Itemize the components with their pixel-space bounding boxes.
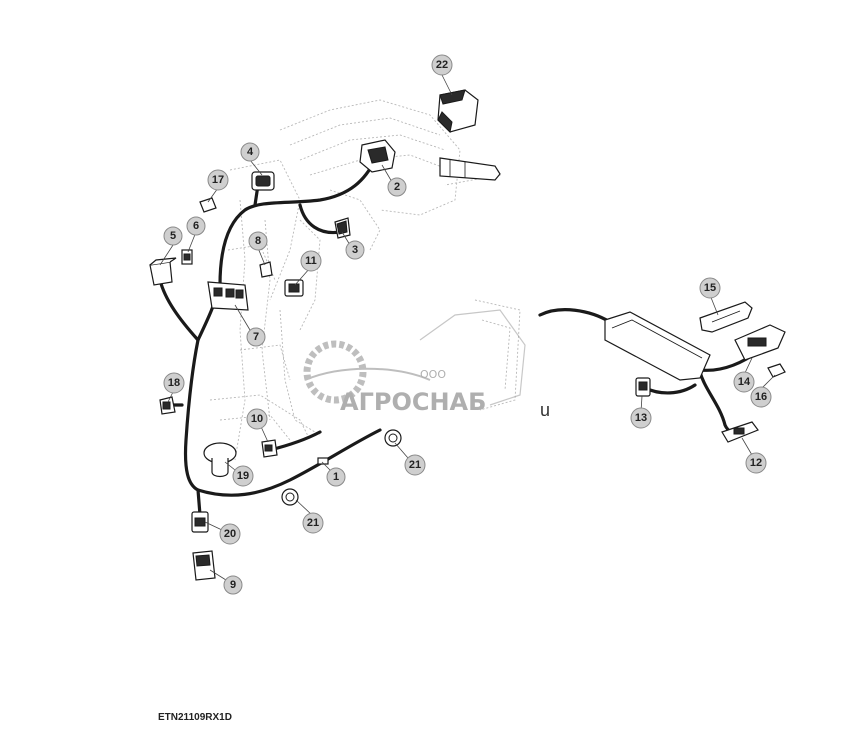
part-21-clamp-left: [281, 488, 299, 506]
part-20-connector: [191, 511, 209, 533]
callout-14: 14: [733, 371, 755, 393]
watermark-suffix: u: [540, 400, 550, 420]
main-harness: [158, 158, 382, 517]
svg-text:13: 13: [635, 412, 647, 424]
svg-text:21: 21: [307, 517, 319, 529]
callout-10: 10: [246, 408, 268, 430]
svg-text:7: 7: [253, 331, 259, 343]
part-15-bracket: [699, 301, 753, 333]
svg-text:5: 5: [170, 230, 176, 242]
watermark-company: АГРОСНАБ: [340, 388, 486, 416]
callout-17: 17: [207, 169, 229, 191]
svg-text:21: 21: [409, 459, 421, 471]
part-18-connector: [159, 396, 176, 415]
callout-15: 15: [699, 277, 721, 299]
part-10-connector: [261, 439, 278, 458]
svg-text:3: 3: [352, 244, 358, 256]
svg-text:6: 6: [193, 220, 199, 232]
svg-text:4: 4: [247, 146, 254, 158]
callout-20: 20: [219, 523, 241, 545]
part-17-clip: [199, 197, 217, 213]
svg-text:17: 17: [212, 174, 224, 186]
part-22-steering-shroud: [437, 89, 479, 134]
callout-4: 4: [240, 142, 260, 162]
part-5-plug: [149, 257, 177, 286]
svg-text:14: 14: [738, 376, 751, 388]
drawing-code-label: ETN21109RX1D: [158, 712, 232, 723]
callout-16: 16: [750, 386, 772, 408]
callout-1: 1: [326, 467, 346, 487]
callout-6: 6: [186, 216, 206, 236]
svg-text:12: 12: [750, 457, 762, 469]
part-16-clip: [767, 363, 786, 378]
callout-3: 3: [345, 240, 365, 260]
part-1-harness-tag: [317, 457, 329, 465]
part-14-electronic-module: [604, 311, 786, 381]
svg-text:16: 16: [755, 391, 767, 403]
callout-5: 5: [163, 226, 183, 246]
svg-text:8: 8: [255, 235, 261, 247]
callouts: 22 2 3 4 17 5 6 8 11 7 18 10 19 1 20 9 2…: [163, 54, 772, 595]
callout-7: 7: [246, 327, 266, 347]
watermark-prefix: ООО: [420, 368, 446, 381]
svg-text:9: 9: [230, 579, 236, 591]
svg-text:22: 22: [436, 59, 448, 71]
part-4-connector: [251, 171, 275, 191]
svg-text:2: 2: [394, 181, 400, 193]
svg-text:15: 15: [704, 282, 716, 294]
callout-22: 22: [431, 54, 453, 76]
svg-text:1: 1: [333, 471, 339, 483]
callout-13: 13: [630, 407, 652, 429]
callout-21-right: 21: [404, 454, 426, 476]
callout-19: 19: [232, 465, 254, 487]
svg-text:19: 19: [237, 470, 249, 482]
callout-21-left: 21: [302, 512, 324, 534]
watermark: ООО АГРОСНАБ: [303, 309, 526, 416]
svg-text:11: 11: [305, 255, 317, 267]
callout-18: 18: [163, 372, 185, 394]
part-19-knob: [203, 442, 237, 478]
svg-text:20: 20: [224, 528, 236, 540]
svg-text:10: 10: [251, 413, 263, 425]
part-3-bracket: [334, 217, 351, 239]
part-6-connector: [181, 249, 193, 265]
part-21-clamp-right: [384, 429, 402, 447]
part-2-column-connector: [359, 139, 396, 173]
steering-shaft: [439, 157, 501, 181]
part-13-connector: [635, 377, 651, 397]
part-12-sensor: [721, 421, 759, 443]
part-11-connector: [284, 279, 304, 297]
svg-text:18: 18: [168, 377, 180, 389]
part-9-switch: [192, 550, 216, 581]
callout-8: 8: [248, 231, 268, 251]
callout-11: 11: [300, 250, 322, 272]
callout-9: 9: [223, 575, 243, 595]
callout-2: 2: [387, 177, 407, 197]
part-7-connector-block: [207, 281, 249, 311]
part-8-clip: [259, 261, 273, 278]
callout-12: 12: [745, 452, 767, 474]
